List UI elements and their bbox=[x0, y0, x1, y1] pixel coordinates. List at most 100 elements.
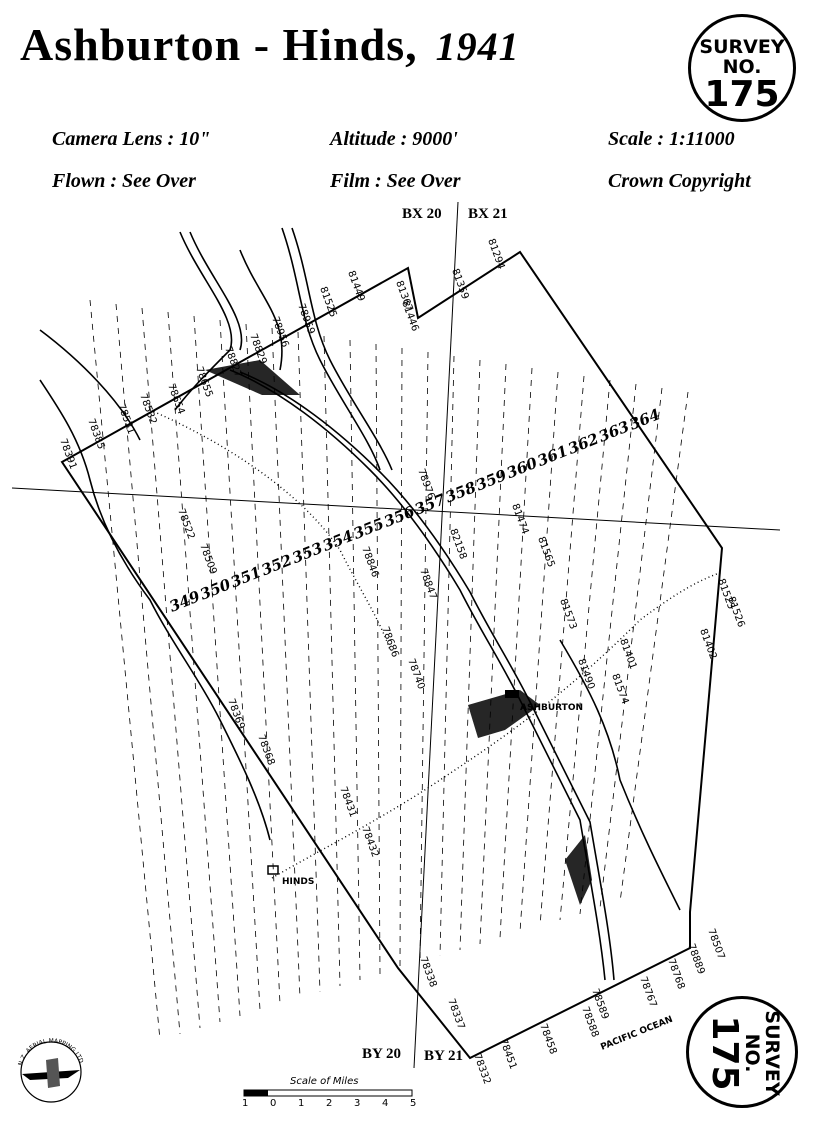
place-hinds: HINDS bbox=[282, 877, 314, 887]
strip-number: 351 bbox=[228, 563, 264, 591]
photo-label: 82158 bbox=[447, 527, 468, 561]
scale-tick-label: 1 bbox=[298, 1098, 304, 1109]
photo-label: 78337 bbox=[445, 997, 466, 1031]
ashburton-marker bbox=[505, 690, 519, 698]
axis-label-bx21: BX 21 bbox=[468, 206, 508, 222]
photo-label: 78431 bbox=[337, 785, 358, 819]
river-lines bbox=[39, 227, 681, 981]
flight-line bbox=[399, 347, 403, 969]
strip-number: 362 bbox=[565, 430, 601, 458]
flight-line bbox=[167, 311, 221, 1023]
flight-line bbox=[499, 367, 533, 939]
photo-label: 78522 bbox=[175, 507, 196, 541]
photo-label: 81573 bbox=[557, 597, 578, 631]
strip-number: 350 bbox=[197, 575, 233, 604]
survey-badge-bottom: SURVEY NO. 175 bbox=[686, 996, 798, 1108]
flight-line bbox=[439, 355, 455, 957]
photo-label: 81449 bbox=[345, 269, 366, 303]
camera-lens-text: Camera Lens : 10" bbox=[52, 128, 211, 150]
strip-number: 353 bbox=[289, 539, 325, 567]
photo-label: 78959 bbox=[295, 302, 316, 336]
hinds-marker bbox=[267, 865, 279, 875]
photo-label: 78451 bbox=[497, 1037, 518, 1071]
strip-number: 358 bbox=[443, 478, 479, 507]
flight-line bbox=[619, 391, 689, 903]
title-year: 1941 bbox=[435, 24, 520, 69]
flight-line bbox=[459, 359, 481, 951]
place-pacific-ocean: PACIFIC OCEAN bbox=[599, 1015, 674, 1053]
photo-label: 78338 bbox=[417, 955, 438, 989]
film-text: Film : See Over bbox=[330, 170, 461, 192]
strip-number: 359 bbox=[473, 466, 509, 495]
photo-label: 78507 bbox=[705, 927, 726, 961]
strip-number: 356 bbox=[381, 502, 417, 531]
flight-line bbox=[323, 335, 341, 987]
grid-line-y bbox=[413, 201, 459, 1069]
strip-number: 355 bbox=[351, 514, 387, 542]
photo-label: 81294 bbox=[485, 237, 506, 271]
strip-number: 360 bbox=[504, 454, 540, 483]
photo-label: 78889 bbox=[685, 942, 706, 976]
scale-tick-label: 0 bbox=[270, 1098, 276, 1109]
badge-survey-label: SURVEY bbox=[699, 36, 785, 58]
photo-label: 81474 bbox=[509, 502, 530, 536]
flight-line bbox=[89, 299, 161, 1041]
dotted-road bbox=[149, 409, 391, 651]
photo-label: 78768 bbox=[665, 957, 686, 991]
photo-label: 78847 bbox=[417, 567, 438, 601]
flight-line bbox=[479, 363, 507, 945]
scale-text: Scale : 1:11000 bbox=[608, 128, 735, 150]
photo-label: 78432 bbox=[359, 825, 380, 859]
badge-no-label: NO. bbox=[722, 56, 762, 78]
flight-line bbox=[375, 343, 381, 975]
photo-label: 78332 bbox=[471, 1052, 492, 1086]
survey-badge-top: SURVEY NO. 175 bbox=[688, 14, 796, 122]
strip-number: 361 bbox=[535, 442, 571, 470]
axis-label-by20: BY 20 bbox=[362, 1046, 401, 1062]
flight-line bbox=[599, 387, 663, 909]
badge-bottom-number: 175 bbox=[704, 1015, 745, 1091]
photo-label: 81525 bbox=[317, 285, 338, 319]
title-text: Ashburton - Hinds, bbox=[20, 19, 418, 70]
flight-line bbox=[193, 315, 241, 1017]
flight-line bbox=[539, 375, 585, 927]
axis-label-bx20: BX 20 bbox=[402, 206, 442, 222]
photo-label: 78686 bbox=[379, 625, 400, 659]
badge-bottom-no-label: NO. bbox=[741, 1033, 763, 1073]
survey-boundary bbox=[60, 250, 724, 1060]
photo-label: 78368 bbox=[255, 733, 276, 767]
photo-label: 78976 bbox=[415, 467, 436, 501]
photo-label: 78509 bbox=[197, 542, 218, 576]
photo-label: 81401 bbox=[617, 637, 638, 671]
strip-number: 349 bbox=[167, 587, 203, 616]
scale-bar-label: Scale of Miles bbox=[290, 1076, 358, 1087]
strip-number-labels: 3493503513523533543553563573583593603613… bbox=[167, 405, 663, 615]
scale-tick-label: 2 bbox=[326, 1098, 332, 1109]
flight-line bbox=[349, 339, 361, 981]
photo-label: 78740 bbox=[405, 657, 426, 691]
scale-tick-label: 5 bbox=[410, 1098, 416, 1109]
flight-line bbox=[579, 383, 637, 915]
flight-line bbox=[141, 307, 201, 1029]
place-ashburton: ASHBURTON bbox=[520, 703, 583, 713]
nz-aerial-mapping-logo: N.Z. AERIAL MAPPING LTD. bbox=[8, 1030, 85, 1103]
photo-label: 78385 bbox=[85, 417, 106, 451]
page-title: Ashburton - Hinds, 1941 bbox=[20, 18, 520, 71]
strip-number: 363 bbox=[596, 417, 632, 445]
scale-tick-label: 3 bbox=[354, 1098, 360, 1109]
photo-label: 81565 bbox=[535, 535, 556, 569]
strip-number: 354 bbox=[320, 527, 356, 555]
flown-text: Flown : See Over bbox=[52, 170, 196, 192]
flight-lines bbox=[89, 299, 689, 1041]
altitude-text: Altitude : 9000' bbox=[330, 128, 458, 150]
axis-label-by21: BY 21 bbox=[424, 1048, 463, 1064]
scale-tick-label: 1 bbox=[242, 1098, 248, 1109]
badge-bottom-survey-label: SURVEY bbox=[761, 1010, 783, 1096]
grid-line-x bbox=[11, 487, 781, 531]
dotted-road-2 bbox=[271, 571, 723, 879]
copyright-text: Crown Copyright bbox=[608, 170, 751, 192]
flight-line bbox=[519, 371, 559, 933]
strip-number: 352 bbox=[259, 551, 295, 579]
flight-line bbox=[245, 323, 281, 1005]
